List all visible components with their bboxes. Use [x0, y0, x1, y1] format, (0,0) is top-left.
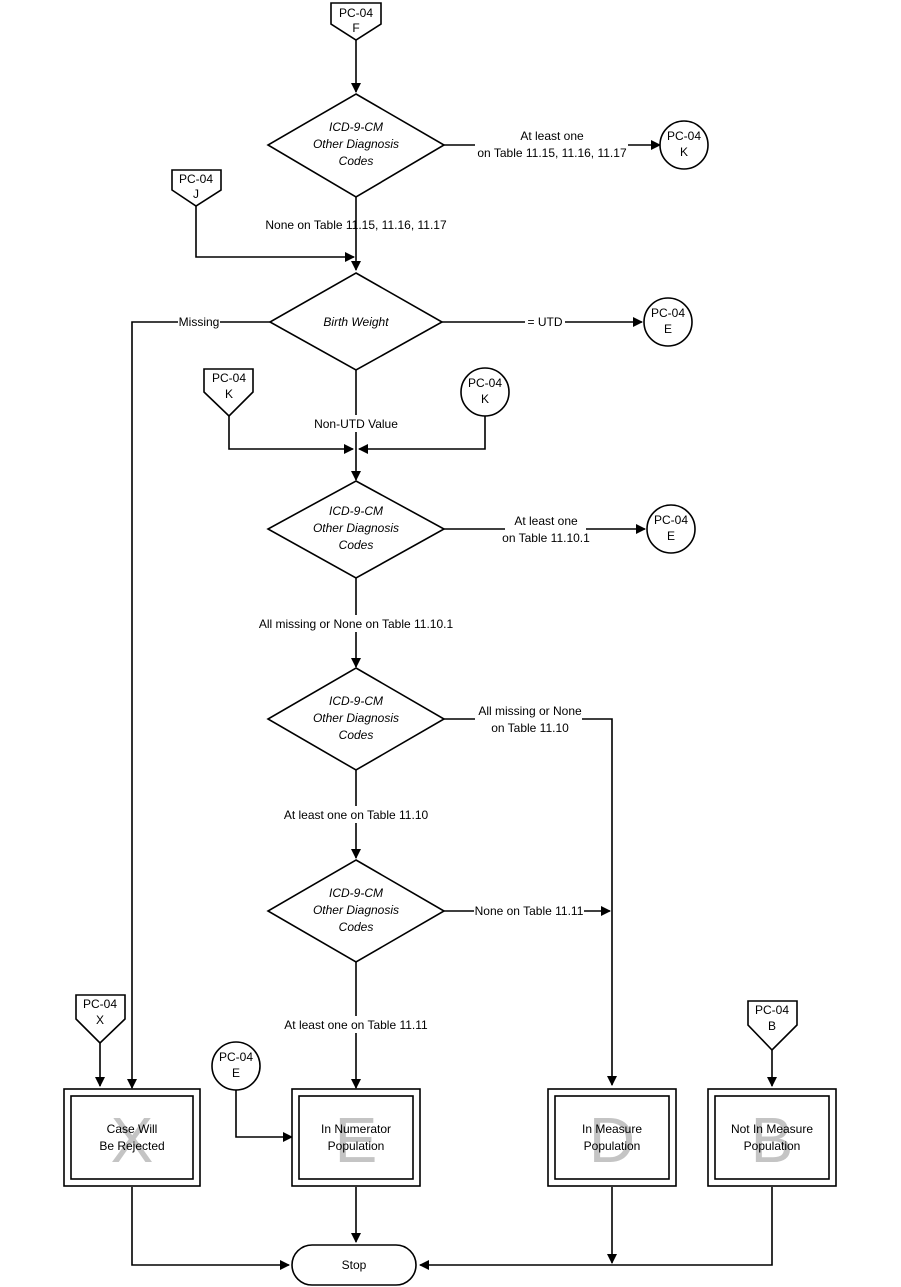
svg-text:Population: Population: [744, 1139, 801, 1153]
offpage-connector-j: PC-04 J: [171, 169, 222, 207]
decision-birth-weight: Birth Weight: [268, 272, 444, 371]
svg-text:Other Diagnosis: Other Diagnosis: [313, 137, 399, 151]
terminal-stop: Stop: [291, 1244, 417, 1286]
svg-text:In Numerator: In Numerator: [321, 1122, 391, 1136]
svg-text:PC-04: PC-04: [219, 1050, 253, 1064]
svg-text:Other Diagnosis: Other Diagnosis: [313, 521, 399, 535]
svg-text:E: E: [667, 529, 675, 543]
svg-text:Other Diagnosis: Other Diagnosis: [313, 711, 399, 725]
svg-text:B: B: [768, 1019, 776, 1033]
decision-diagnosis-2: ICD-9-CM Other Diagnosis Codes: [266, 480, 446, 579]
svg-text:ICD-9-CM: ICD-9-CM: [329, 504, 383, 518]
svg-text:PC-04: PC-04: [339, 6, 373, 20]
svg-text:PC-04: PC-04: [654, 513, 688, 527]
edge-label-d1-right-2: on Table 11.15, 11.16, 11.17: [477, 146, 627, 160]
svg-text:PC-04: PC-04: [667, 129, 701, 143]
svg-text:K: K: [680, 145, 688, 159]
offpage-connector-k-left: PC-04 K: [203, 368, 254, 418]
svg-text:Birth Weight: Birth Weight: [323, 315, 389, 329]
svg-text:Codes: Codes: [339, 154, 374, 168]
svg-text:PC-04: PC-04: [83, 997, 117, 1011]
svg-text:Codes: Codes: [339, 538, 374, 552]
svg-text:D: D: [589, 1104, 635, 1176]
svg-text:In Measure: In Measure: [582, 1122, 642, 1136]
edge-label-non-utd: Non-UTD Value: [314, 417, 398, 431]
svg-text:ICD-9-CM: ICD-9-CM: [329, 694, 383, 708]
svg-text:E: E: [335, 1104, 378, 1176]
svg-text:X: X: [96, 1013, 104, 1027]
svg-text:Population: Population: [328, 1139, 385, 1153]
svg-text:PC-04: PC-04: [651, 306, 685, 320]
edge-label-d1-down: None on Table 11.15, 11.16, 11.17: [265, 218, 447, 232]
svg-text:ICD-9-CM: ICD-9-CM: [329, 886, 383, 900]
svg-text:Other Diagnosis: Other Diagnosis: [313, 903, 399, 917]
decision-diagnosis-3: ICD-9-CM Other Diagnosis Codes: [266, 667, 446, 771]
svg-text:Not In Measure: Not In Measure: [731, 1122, 813, 1136]
onpage-connector-e-num: PC-04 E: [211, 1041, 261, 1091]
edge-labels: At least one on Table 11.15, 11.16, 11.1…: [179, 129, 627, 1032]
edge-label-missing: Missing: [179, 315, 220, 329]
svg-text:E: E: [664, 322, 672, 336]
svg-text:Codes: Codes: [339, 920, 374, 934]
svg-text:Case Will: Case Will: [107, 1122, 158, 1136]
edge-label-d5-right: None on Table 11.11: [475, 904, 584, 918]
svg-text:PC-04: PC-04: [179, 172, 213, 186]
decision-diagnosis-1: ICD-9-CM Other Diagnosis Codes: [266, 93, 446, 198]
svg-text:B: B: [751, 1104, 794, 1176]
svg-text:E: E: [232, 1066, 240, 1080]
svg-text:K: K: [225, 387, 233, 401]
edge-label-d1-right-1: At least one: [520, 129, 584, 143]
svg-text:ICD-9-CM: ICD-9-CM: [329, 120, 383, 134]
offpage-connector-b: PC-04 B: [747, 1000, 798, 1052]
svg-text:F: F: [352, 21, 359, 35]
svg-text:Stop: Stop: [342, 1258, 367, 1272]
svg-text:J: J: [193, 187, 199, 201]
svg-text:K: K: [481, 392, 489, 406]
outcome-numerator: E In Numerator Population: [291, 1088, 421, 1187]
edge-label-d3-right-1: At least one: [514, 514, 578, 528]
edge-label-d4-down: At least one on Table 11.10: [284, 808, 429, 822]
decision-diagnosis-4: ICD-9-CM Other Diagnosis Codes: [266, 859, 446, 963]
connector-lines: [95, 38, 777, 1270]
edge-label-d3-right-2: on Table 11.10.1: [502, 531, 590, 545]
edge-label-d3-down: All missing or None on Table 11.10.1: [259, 617, 454, 631]
svg-text:Codes: Codes: [339, 728, 374, 742]
onpage-connector-e-bw: PC-04 E: [643, 297, 693, 347]
offpage-connector-x: PC-04 X: [75, 994, 126, 1045]
edge-label-d4-right-2: on Table 11.10: [491, 721, 569, 735]
svg-text:PC-04: PC-04: [468, 376, 502, 390]
svg-text:PC-04: PC-04: [212, 371, 246, 385]
outcome-case-rejected: X Case Will Be Rejected: [63, 1088, 201, 1187]
outcome-not-in-measure: B Not In Measure Population: [707, 1088, 837, 1187]
edge-label-d5-down: At least one on Table 11.11: [284, 1018, 428, 1032]
onpage-connector-e-out: PC-04 E: [646, 504, 696, 554]
offpage-connector-f: PC-04 F: [330, 2, 382, 41]
svg-text:Be Rejected: Be Rejected: [99, 1139, 164, 1153]
onpage-connector-k-right: PC-04 K: [460, 367, 510, 417]
svg-text:Population: Population: [584, 1139, 641, 1153]
svg-text:PC-04: PC-04: [755, 1003, 789, 1017]
onpage-connector-k-out: PC-04 K: [659, 120, 709, 170]
edge-label-d4-right-1: All missing or None: [478, 704, 582, 718]
edge-label-utd: = UTD: [527, 315, 562, 329]
outcome-measure-population: D In Measure Population: [547, 1088, 677, 1187]
svg-text:X: X: [111, 1104, 154, 1176]
